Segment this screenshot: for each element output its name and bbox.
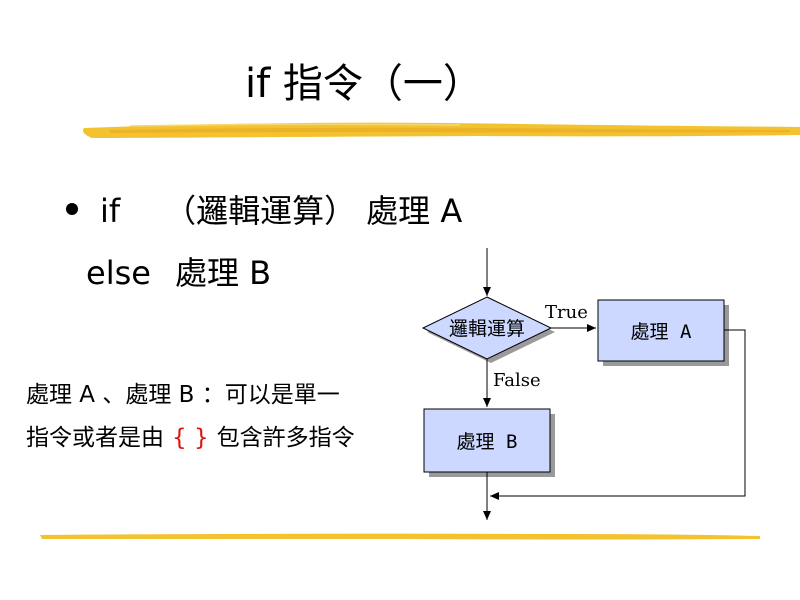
- note-braces: { }: [172, 425, 209, 451]
- bullet-if-line: if （邏輯運算）處理 A: [66, 190, 462, 232]
- keyword-else: else: [86, 254, 151, 292]
- condition-text: （邏輯運算）: [164, 192, 357, 230]
- box-a-return-path: [490, 329, 746, 500]
- false-label: False: [493, 370, 541, 391]
- action-a-text: 處理 A: [366, 192, 463, 230]
- note-line-2-prefix: 指令或者是由: [26, 425, 164, 451]
- bullet-dot-icon: [66, 203, 78, 215]
- else-line: else 處理 B: [86, 252, 271, 294]
- note-line-2-suffix: 包含許多指令: [216, 425, 355, 451]
- note-line-1: 處理 A 、處理 B ：可以是單一: [26, 382, 340, 408]
- slide-title: if 指令（一）: [245, 61, 483, 107]
- true-label: True: [545, 302, 588, 323]
- note-line-2: 指令或者是由 { } 包含許多指令: [26, 423, 355, 453]
- box-b-label: 處理 B: [457, 431, 518, 453]
- box-a: [597, 299, 725, 362]
- keyword-if: if: [100, 192, 121, 230]
- box-b: [423, 408, 551, 473]
- box-a-label: 處理 A: [631, 321, 692, 343]
- bottom-stroke: [40, 533, 760, 540]
- decision-label: 邏輯運算: [449, 318, 525, 340]
- action-b-text: 處理 B: [174, 254, 272, 292]
- title-underline-stroke: [83, 122, 800, 138]
